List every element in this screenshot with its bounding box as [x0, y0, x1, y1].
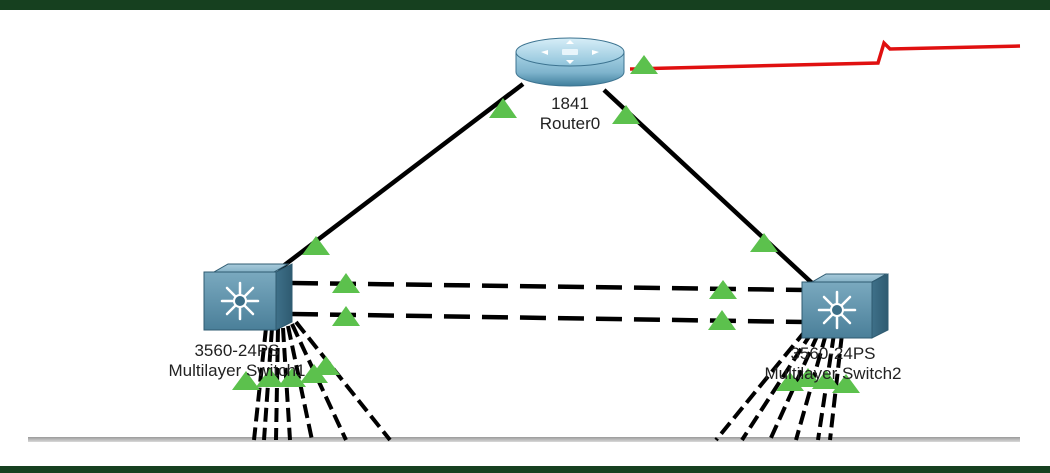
serial-link-router-wan[interactable]: [629, 39, 1021, 71]
port-up-indicator: [232, 371, 260, 390]
window-bottom-border: [0, 466, 1050, 473]
port-up-indicator: [278, 368, 306, 387]
router-name-label: Router0: [539, 114, 601, 133]
port-up-indicator: [302, 236, 330, 255]
port-up-indicator: [312, 356, 340, 375]
router-label: 1841 Router0: [520, 94, 620, 134]
switch2-model-label: 3560-24PS: [790, 344, 876, 363]
port-up-indicator: [708, 310, 736, 330]
router-model-label: 1841: [551, 94, 589, 113]
port-up-indicator: [832, 374, 860, 393]
port-up-indicator: [256, 368, 284, 387]
port-status-indicators: [232, 55, 860, 393]
switch1-label: 3560-24PS Multilayer Switch1: [122, 341, 352, 381]
port-up-indicator: [332, 273, 360, 293]
port-up-indicator: [812, 370, 840, 389]
switch2-label: 3560-24PS Multilayer Switch2: [718, 344, 948, 384]
port-up-indicator: [630, 55, 658, 74]
switch1-name-label: Multilayer Switch1: [168, 361, 306, 380]
port-up-indicator: [709, 280, 737, 299]
port-up-indicator: [489, 98, 517, 118]
multilayer-switch-icon[interactable]: [801, 273, 889, 339]
router-icon[interactable]: [515, 37, 625, 87]
port-up-indicator: [750, 233, 778, 252]
port-up-indicator: [332, 306, 360, 326]
link-router-switch2[interactable]: [602, 88, 814, 285]
multilayer-switch-icon[interactable]: [203, 263, 293, 331]
link-router-switch1[interactable]: [276, 82, 525, 272]
workspace-floor-line: [28, 437, 1020, 442]
switch1-model-label: 3560-24PS: [194, 341, 280, 360]
window-top-border: [0, 0, 1050, 10]
port-up-indicator: [794, 368, 822, 387]
switch2-name-label: Multilayer Switch2: [764, 364, 902, 383]
port-up-indicator: [612, 105, 640, 124]
